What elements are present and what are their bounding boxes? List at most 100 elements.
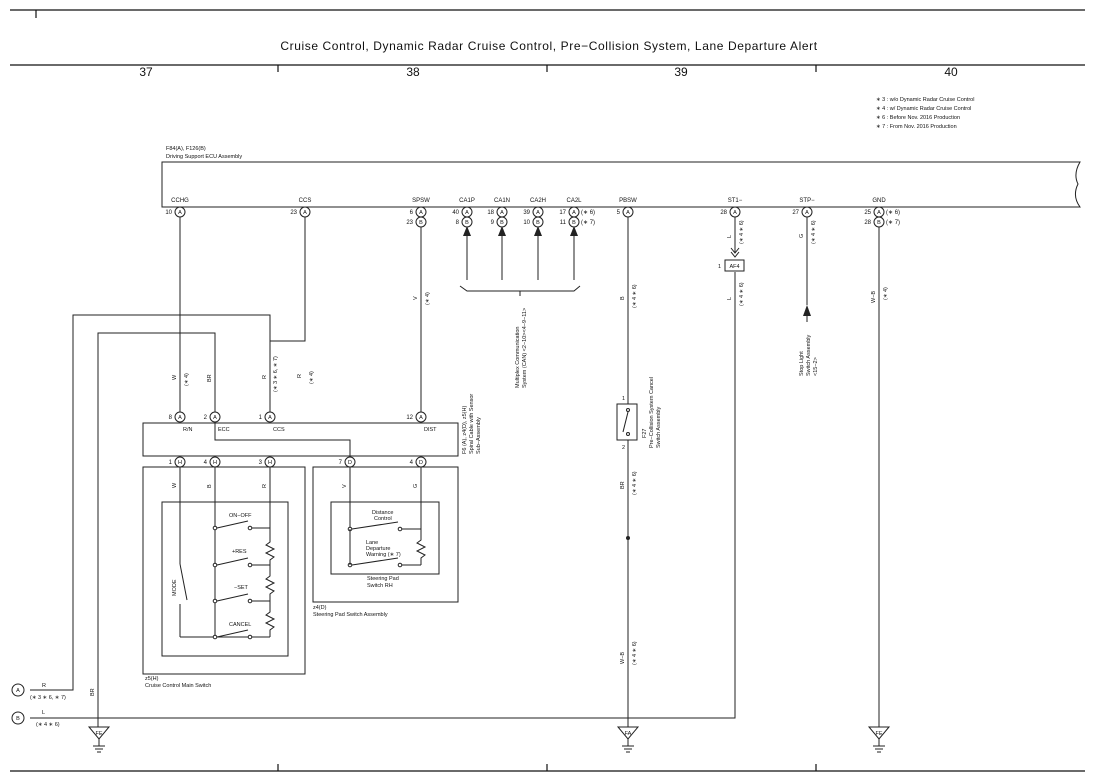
steering-pad-inner-label: Switch RH	[367, 583, 393, 589]
conn-letter: A	[536, 210, 540, 216]
ecu-box	[161, 161, 1081, 208]
wire-color: W−B	[620, 652, 626, 664]
af4-label: AF4	[729, 264, 739, 270]
conn-letter: B	[465, 220, 469, 226]
spiral-pin-label: R/N	[183, 427, 193, 433]
cruise-switch-outer	[142, 466, 306, 675]
conn-letter: A	[626, 210, 630, 216]
pin-name: CA2L	[566, 198, 582, 204]
wires	[30, 216, 880, 727]
conn-letter: D	[419, 460, 423, 466]
legend-color: L	[42, 710, 45, 716]
conn-letter: A	[733, 210, 737, 216]
pcs-code: F27	[642, 429, 648, 438]
af4-arrow	[730, 247, 740, 254]
pin-number: 2	[204, 415, 208, 421]
af4-pin: 1	[718, 264, 721, 270]
column-number: 38	[406, 65, 420, 79]
pin-number: 1	[169, 460, 173, 466]
ground-symbol	[616, 726, 640, 753]
pin-name: STP−	[799, 198, 815, 204]
lane-label: Warning (∗ 7)	[366, 552, 401, 558]
conn-letter: A	[572, 210, 576, 216]
wire-note: (∗ 4 ∗ 6)	[739, 220, 745, 244]
pin-name: CA2H	[530, 198, 546, 204]
ecu-code: F84(A), F126(B)	[166, 146, 206, 152]
conn-letter: B	[419, 220, 423, 226]
pcs-switch-contact	[622, 408, 630, 436]
legend-note: (∗ 4 ∗ 6)	[36, 722, 60, 728]
pin-number: 23	[406, 220, 413, 226]
ground-label: FA	[625, 731, 632, 737]
pin-number: 10	[523, 220, 530, 226]
pin-number: 4	[410, 460, 414, 466]
wire-color: BR	[90, 688, 96, 696]
pin-number: 25	[864, 210, 871, 216]
pin-number: 8	[169, 415, 173, 421]
conn-letter: A	[419, 210, 423, 216]
conn-letter: A	[268, 415, 272, 421]
pin-number: 9	[491, 220, 495, 226]
note-line: ∗ 7 : From Nov. 2016 Production	[876, 124, 957, 130]
spiral-pin-label: CCS	[273, 427, 285, 433]
conn-letter: B	[572, 220, 576, 226]
pin-name: PBSW	[619, 198, 637, 204]
steering-pad-inner	[330, 501, 440, 575]
wire-color: BR	[207, 374, 213, 382]
spiral-top-pins	[174, 411, 427, 423]
stop-light-arrow	[803, 305, 811, 316]
pin-number: 10	[165, 210, 172, 216]
wire-note: (∗ 4)	[883, 287, 889, 300]
wire-note: (∗ 4)	[184, 373, 190, 386]
switch-label: CANCEL	[229, 622, 251, 628]
pin-number: 4	[204, 460, 208, 466]
spiral-name: Sub−Assembly	[476, 417, 482, 454]
pin-number: 12	[406, 415, 413, 421]
wire-note: (∗ 4 ∗ 6)	[632, 284, 638, 308]
wire-color: L	[727, 235, 733, 238]
switch-label: ON−OFF	[229, 513, 252, 519]
can-label: System (CAN) <2−10><4−9−11>	[522, 308, 528, 388]
pin-number: 27	[792, 210, 799, 216]
af4-box	[724, 259, 745, 272]
wire-color: V	[342, 484, 348, 488]
switch-label: +RES	[232, 549, 247, 555]
switch-label: MODE	[172, 579, 178, 596]
note-line: ∗ 3 : w/o Dynamic Radar Cruise Control	[876, 97, 974, 103]
pin-number: 3	[259, 460, 263, 466]
ecu-connector-letters: A A A B A B A B A B A B A A A A B	[178, 210, 881, 226]
cruise-switch-contacts	[179, 520, 276, 640]
wire-color: L	[727, 297, 733, 300]
ecu-name: Driving Support ECU Assembly	[166, 154, 242, 160]
conn-letter: D	[348, 460, 352, 466]
cruise-switch-name: Cruise Control Main Switch	[145, 683, 211, 689]
pin-name: CA1P	[459, 198, 475, 204]
pin-number: 5	[617, 210, 621, 216]
legend-marker	[11, 683, 25, 697]
steering-pad-inner-label: Steering Pad	[367, 576, 399, 582]
can-label: Multiplex Communication	[515, 327, 521, 388]
stop-light-label: Switch Assembly	[806, 334, 812, 376]
pin-number: 40	[452, 210, 459, 216]
note-line: ∗ 6 : Before Nov. 2016 Production	[876, 115, 960, 121]
switch-label: −SET	[234, 585, 249, 591]
note-line: ∗ 4 : w/ Dynamic Radar Cruise Control	[876, 106, 971, 112]
pcs-name: Pre−Collision System Cancel	[649, 377, 655, 448]
wire-color: B	[620, 296, 626, 300]
pin-name: SPSW	[412, 198, 430, 204]
diagram-title: Cruise Control, Dynamic Radar Cruise Con…	[280, 39, 817, 53]
pin-note: (∗ 6)	[886, 210, 900, 216]
distance-label: Control	[374, 516, 392, 522]
lane-label: Departure	[366, 546, 390, 552]
wire-color: R	[262, 484, 268, 488]
legend-marker	[11, 711, 25, 725]
ground-label: FE	[875, 731, 882, 737]
pin-name: CCHG	[171, 198, 189, 204]
spiral-pin-label: DIST	[424, 427, 437, 433]
wire-note: (∗ 4 ∗ 6)	[811, 220, 817, 244]
pcs-switch-box	[616, 403, 638, 441]
conn-letter: H	[268, 460, 272, 466]
ground-symbol	[867, 726, 891, 753]
pin-number: 18	[487, 210, 494, 216]
wire-color: BR	[620, 481, 626, 489]
